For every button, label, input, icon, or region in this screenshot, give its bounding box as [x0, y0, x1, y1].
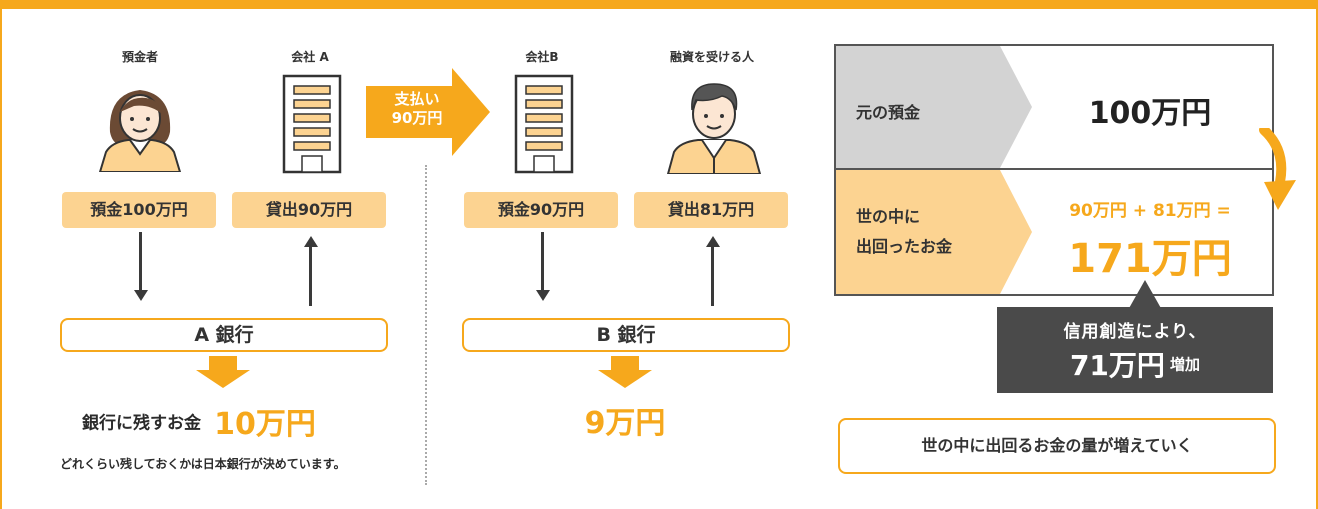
borrower-loan-pill: 貸出81万円: [634, 192, 788, 228]
callout-pointer: [1128, 280, 1162, 310]
original-deposit-value: 100万円: [1088, 96, 1212, 131]
loan-arrow: [711, 246, 714, 306]
right-border: [1316, 9, 1318, 509]
payment-label: 支払い 90万円: [374, 90, 460, 128]
company-b-deposit-pill: 預金90万円: [464, 192, 618, 228]
callout-suffix: 増加: [1170, 355, 1201, 374]
company-b-label: 会社B: [525, 50, 559, 64]
callout-line1: 信用創造により、: [1063, 322, 1207, 342]
curved-arrow-icon: [1259, 128, 1296, 210]
section-divider: [425, 165, 427, 485]
circulated-money-label-2: 出回ったお金: [856, 237, 953, 256]
reserve-arrow-stem: [209, 356, 237, 370]
reserve-line: 銀行に残すお金 10万円: [82, 399, 402, 442]
top-accent-bar: [0, 0, 1318, 9]
down-arrow-head: [536, 290, 550, 301]
reserve-amount: 10万円: [214, 407, 316, 442]
credit-creation-callout: 信用創造により、 71万円 増加: [997, 307, 1273, 393]
bank-b-reserve-amount: 9万円: [584, 406, 666, 441]
circulated-total: 171万円: [1068, 236, 1232, 282]
callout-line2: 71万円 増加: [997, 344, 1273, 384]
deposit-arrow: [541, 232, 544, 292]
left-border: [0, 9, 2, 509]
reserve-arrow-head: [598, 370, 652, 388]
reserve-text: 銀行に残すお金: [82, 413, 201, 434]
payment-label-line2: 90万円: [391, 109, 443, 127]
building-icon: [282, 74, 342, 174]
building-icon: [514, 74, 574, 174]
boj-note: どれくらい残しておくかは日本銀行が決めています。: [60, 457, 346, 471]
reserve-arrow-stem: [611, 356, 639, 370]
depositor-amount-pill: 預金100万円: [62, 192, 216, 228]
company-a-label: 会社 A: [291, 50, 329, 64]
payment-label-line1: 支払い: [394, 90, 440, 108]
summary-table: [834, 44, 1274, 296]
reserve-arrow-head: [196, 370, 250, 388]
company-a-loan-pill: 貸出90万円: [232, 192, 386, 228]
woman-icon: [98, 90, 182, 172]
loan-arrow: [309, 246, 312, 306]
circulated-money-label-1: 世の中に: [856, 207, 921, 226]
bank-a-box: A 銀行: [60, 318, 388, 352]
callout-amount: 71万円: [1069, 349, 1165, 382]
up-arrow-head: [304, 236, 318, 247]
summary-message: 世の中に出回るお金の量が増えていく: [838, 418, 1276, 474]
bank-b-box: B 銀行: [462, 318, 790, 352]
up-arrow-head: [706, 236, 720, 247]
table-backgrounds: [836, 46, 1272, 294]
deposit-arrow: [139, 232, 142, 292]
original-deposit-label: 元の預金: [856, 103, 921, 122]
borrower-label: 融資を受ける人: [669, 50, 754, 64]
down-arrow-head: [134, 290, 148, 301]
circulated-formula: 90万円 + 81万円 =: [1069, 201, 1231, 221]
depositor-label: 預金者: [121, 50, 158, 64]
payment-arrow-icon: [366, 68, 490, 156]
man-icon: [666, 83, 762, 174]
